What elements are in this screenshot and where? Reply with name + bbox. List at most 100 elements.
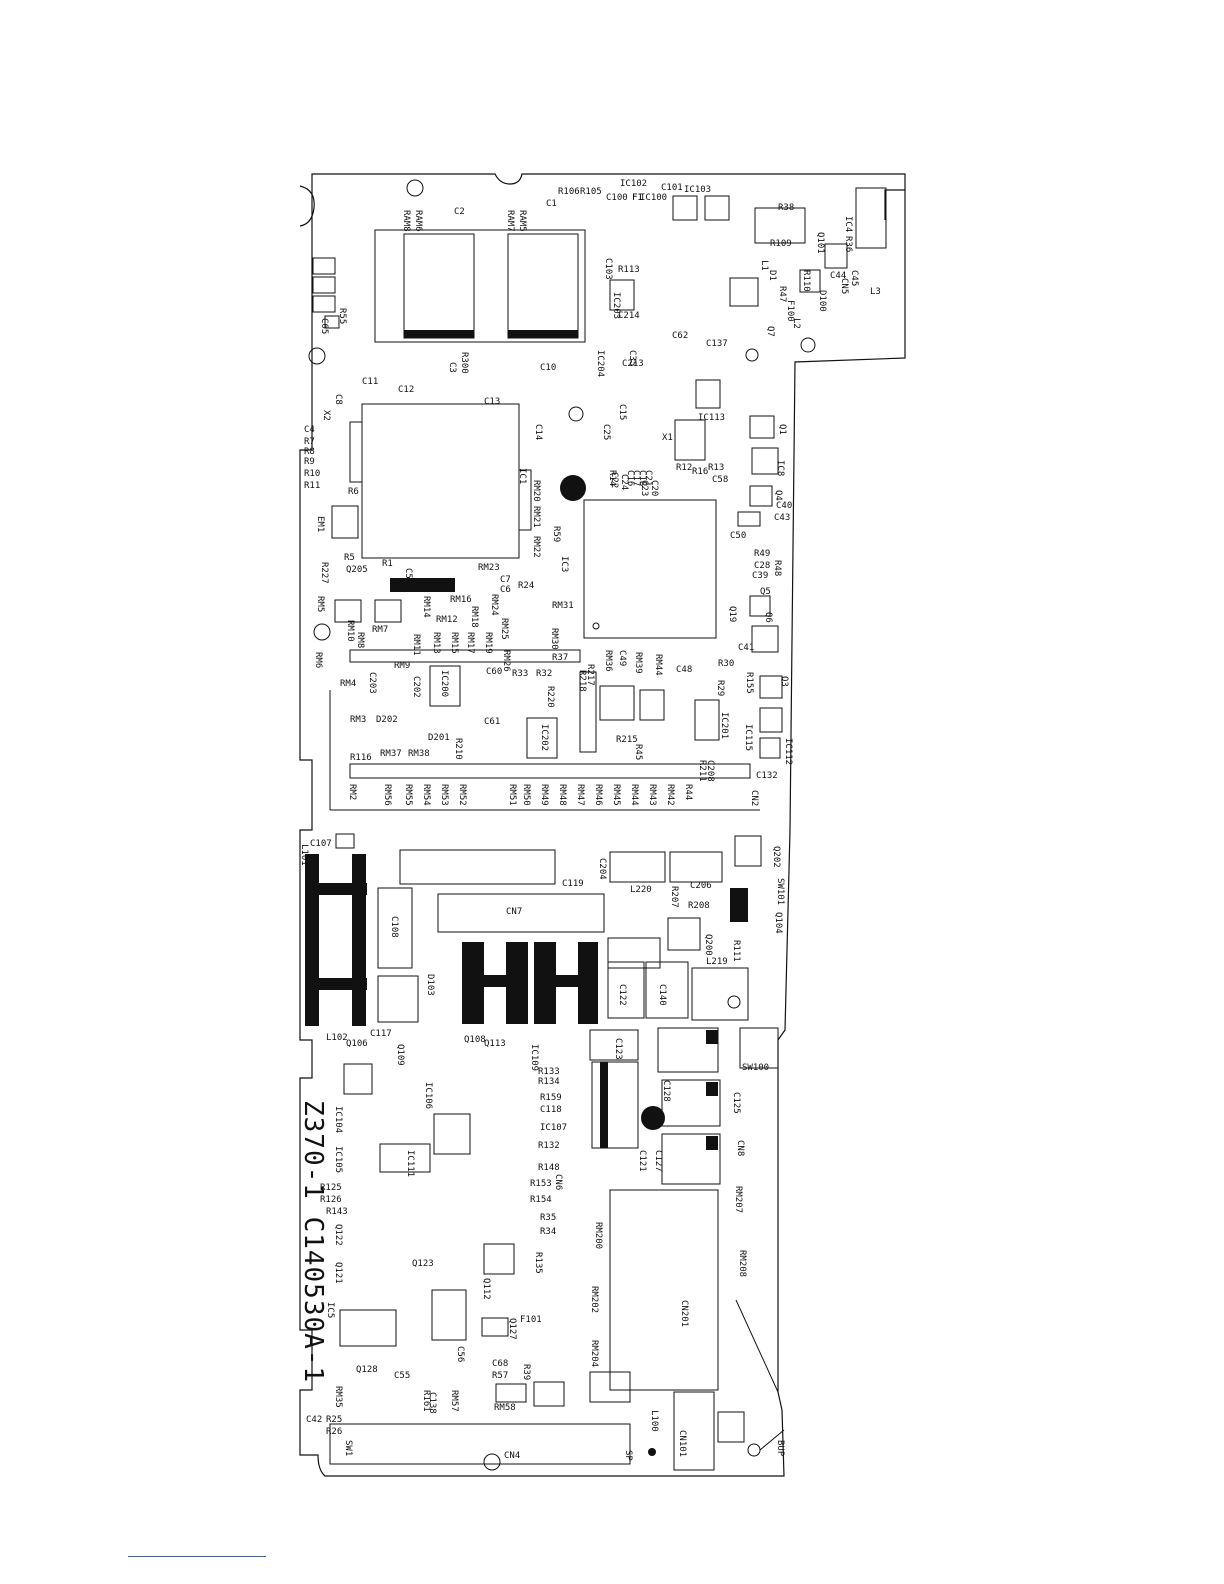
component-label: RM20 (531, 480, 541, 502)
component-label: RM207 (733, 1186, 743, 1213)
component-label: RM21 (531, 506, 541, 528)
component-label: R16 (692, 467, 708, 477)
component-label: C101 (661, 183, 683, 193)
component-label: R109 (770, 239, 792, 249)
component-label: C22 (609, 472, 619, 488)
component-label: L1 (759, 260, 769, 271)
component-label: R132 (538, 1141, 560, 1151)
component-label: C24 (619, 474, 629, 490)
component-label: C206 (690, 881, 712, 891)
component-label: R38 (778, 203, 794, 213)
component-label: RM56 (382, 784, 392, 806)
component-label: R217 (585, 664, 595, 686)
ic3-package (560, 475, 717, 639)
component-label: C40 (776, 501, 792, 511)
component-label: C103 (603, 258, 613, 280)
component-label: R105 (580, 187, 602, 197)
component-label: IC109 (529, 1044, 539, 1071)
component-label: C35 (627, 350, 637, 366)
component-label: RM15 (449, 632, 459, 654)
component-label: SP (623, 1450, 633, 1461)
component-label: C208 (705, 760, 715, 782)
component-label: RM44 (653, 654, 663, 676)
component-label: Q106 (346, 1039, 368, 1049)
component-label: C123 (613, 1038, 623, 1060)
component-label: IC200 (439, 670, 449, 697)
component-label: Q128 (356, 1365, 378, 1375)
component-label: R220 (545, 686, 555, 708)
component-label: RM16 (450, 595, 472, 605)
component-label: IC102 (620, 179, 647, 189)
component-label: RM4 (340, 679, 356, 689)
component-label: R106 (558, 187, 580, 197)
component-label: IC112 (783, 738, 793, 765)
component-label: RM13 (431, 632, 441, 654)
component-label: Q109 (395, 1044, 405, 1066)
component-label: F1 (632, 193, 643, 203)
component-label: R48 (772, 560, 782, 576)
component-label: IC111 (405, 1150, 415, 1177)
component-label: C12 (398, 385, 414, 395)
component-label: Q127 (507, 1318, 517, 1340)
component-label: C61 (484, 717, 500, 727)
component-label: IC8 (775, 460, 785, 476)
component-label: C122 (617, 984, 627, 1006)
component-label: Q7 (765, 326, 775, 337)
component-label: BUP (775, 1440, 785, 1457)
component-label: C49 (617, 650, 627, 666)
component-label: C118 (540, 1105, 562, 1115)
component-label: C13 (484, 397, 500, 407)
component-label: C17 (631, 470, 641, 486)
component-label: R8 (304, 447, 315, 457)
component-label: C39 (752, 571, 768, 581)
component-label: L3 (870, 287, 881, 297)
component-label: RM6 (313, 652, 323, 668)
component-label: R25 (326, 1415, 342, 1425)
component-label: C5 (403, 568, 413, 579)
component-label: IC113 (698, 413, 725, 423)
component-label: RM11 (411, 634, 421, 656)
component-label: C50 (730, 531, 746, 541)
component-label: C18 (637, 470, 647, 486)
component-label: C100 (606, 193, 628, 203)
component-label: C62 (672, 331, 688, 341)
component-label: C28 (754, 561, 770, 571)
component-label: R37 (552, 653, 568, 663)
component-label: L219 (706, 957, 728, 967)
component-label: C108 (389, 916, 399, 938)
board-notch-right (884, 189, 905, 220)
component-label: Q200 (703, 934, 713, 956)
component-label: C125 (731, 1092, 741, 1114)
component-label: R110 (801, 270, 811, 292)
component-label: RM19 (483, 632, 493, 654)
component-label: RM17 (465, 632, 475, 654)
component-label: RM47 (575, 784, 585, 806)
component-label: RM22 (531, 536, 541, 558)
component-label: IC104 (333, 1106, 343, 1133)
component-label: D100 (817, 290, 827, 312)
component-label: RM45 (611, 784, 621, 806)
component-label: RM7 (372, 625, 388, 635)
component-label: C204 (597, 858, 607, 880)
component-label: RM39 (633, 652, 643, 674)
component-label: C45 (849, 270, 859, 286)
component-label: R300 (459, 352, 469, 374)
component-label: IC5 (325, 1302, 335, 1318)
mounting-holes (308, 179, 816, 1471)
component-label: C56 (455, 1346, 465, 1362)
component-label: C43 (774, 513, 790, 523)
component-label: RM2 (347, 784, 357, 800)
component-label: RM37 (380, 749, 402, 759)
component-label: RM5 (315, 596, 325, 612)
component-label: RAM8 (401, 210, 411, 232)
component-label: CN201 (679, 1300, 689, 1327)
component-label: RM42 (665, 784, 675, 806)
component-label: RM50 (521, 784, 531, 806)
component-label: RM58 (494, 1403, 516, 1413)
component-label: C44 (830, 271, 846, 281)
component-label: C127 (653, 1150, 663, 1172)
component-label: R154 (530, 1195, 552, 1205)
component-label: C140 (657, 984, 667, 1006)
component-label: C10 (540, 363, 556, 373)
component-label: Q5 (760, 587, 771, 597)
